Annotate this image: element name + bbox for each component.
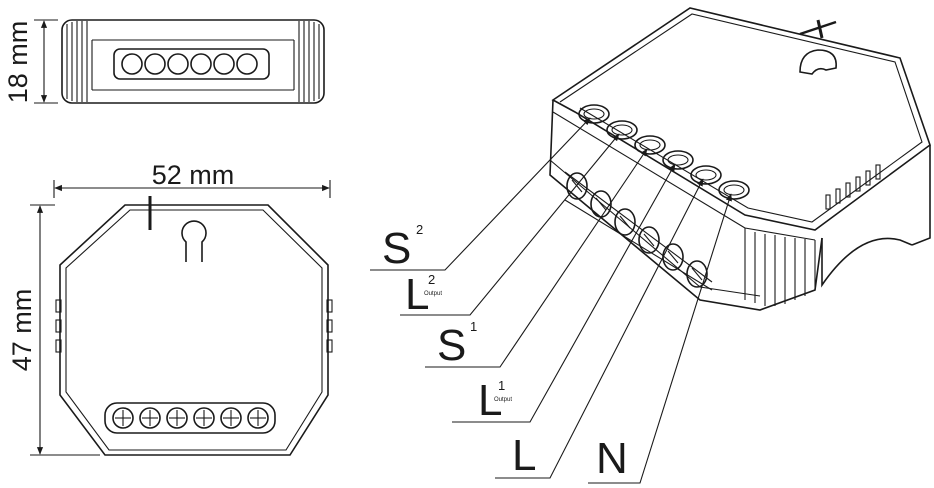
width-top-label: 52 mm [152, 160, 235, 190]
iso-screw-terminals [564, 171, 713, 291]
side-view-right-ribs [298, 21, 320, 102]
terminal-label-l1-output: L 1 Output [478, 376, 512, 425]
side-view-terminal-holes [121, 53, 258, 75]
height-top-label: 47 mm [7, 289, 37, 372]
height-top-dimension: 47 mm [7, 204, 100, 456]
iso-side-vents [825, 164, 881, 210]
side-view-left-ribs [66, 21, 88, 102]
height-side-label: 18 mm [3, 21, 33, 104]
side-view: 18 mm [3, 19, 325, 104]
width-top-dimension: 52 mm [53, 160, 331, 198]
terminal-label-l: L [512, 431, 536, 480]
top-view-side-tabs [55, 299, 333, 353]
top-view: 52 mm 47 mm [7, 160, 333, 456]
svg-text:N: N [596, 434, 628, 483]
leader-lines [370, 117, 732, 484]
iso-view [370, 7, 931, 484]
top-view-screw-terminals [112, 407, 269, 429]
keyhole [181, 220, 207, 262]
iso-antenna-mark [799, 20, 837, 36]
svg-text:Output: Output [424, 291, 442, 297]
svg-text:1: 1 [470, 319, 477, 334]
terminal-label-s2: S 2 [382, 222, 423, 273]
height-side-dimension: 18 mm [3, 19, 58, 104]
terminal-label-s1: S 1 [437, 319, 477, 370]
iso-keyhole [799, 49, 837, 75]
svg-text:1: 1 [498, 378, 505, 393]
iso-corner-ribs [754, 232, 806, 306]
svg-text:2: 2 [416, 222, 423, 237]
iso-terminal-openings [578, 104, 750, 200]
svg-text:S: S [382, 224, 411, 273]
svg-text:S: S [437, 321, 466, 370]
terminal-label-l2-output: L 2 Output [405, 270, 442, 319]
svg-text:L: L [512, 431, 536, 480]
svg-text:L: L [478, 376, 502, 425]
svg-text:2: 2 [428, 272, 435, 287]
svg-text:L: L [405, 270, 429, 319]
svg-text:Output: Output [494, 397, 512, 403]
terminal-label-n: N [596, 434, 628, 483]
